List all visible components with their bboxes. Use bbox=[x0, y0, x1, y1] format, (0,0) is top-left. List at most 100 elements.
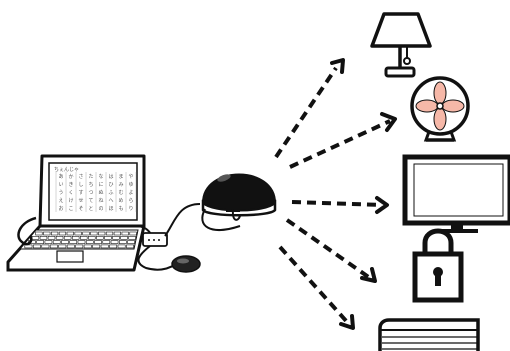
screen-grid-char: ね bbox=[99, 198, 104, 204]
screen-grid-char: と bbox=[89, 206, 94, 212]
screen-grid-char: し bbox=[79, 182, 84, 188]
screen-grid-char: よ bbox=[129, 190, 134, 196]
keyboard-key bbox=[69, 240, 78, 244]
keyboard-key bbox=[118, 240, 127, 244]
keyboard-key bbox=[44, 240, 53, 244]
keyboard-key bbox=[94, 240, 102, 244]
keyboard-key bbox=[52, 240, 61, 244]
screen-grid-char: つ bbox=[89, 190, 94, 196]
keyboard-key bbox=[71, 236, 80, 240]
arrow-to-tv bbox=[291, 200, 383, 207]
padlock-icon bbox=[412, 228, 464, 303]
push-switch bbox=[171, 255, 201, 273]
screen-grid-char: い bbox=[59, 182, 64, 188]
laptop-power-cable bbox=[17, 216, 37, 246]
keyboard-key bbox=[90, 231, 98, 236]
screen-grid-char: め bbox=[119, 198, 124, 204]
keyboard-key bbox=[55, 236, 64, 240]
keyboard-key bbox=[80, 236, 88, 240]
keyboard-key bbox=[58, 244, 67, 249]
screen-grid-char: な bbox=[99, 173, 104, 180]
lamp-icon bbox=[370, 12, 432, 78]
arrow-to-fan bbox=[289, 119, 391, 169]
keyboard-key bbox=[109, 244, 118, 249]
screen-grid-char: り bbox=[129, 206, 134, 212]
arrowhead-lock bbox=[360, 267, 377, 283]
arrowhead-tv bbox=[375, 196, 389, 214]
keyboard-key bbox=[100, 244, 109, 249]
arrowhead-fan bbox=[380, 112, 397, 132]
hub-cable-plug bbox=[231, 208, 241, 221]
hub-cable-tail bbox=[201, 208, 241, 231]
keyboard-key bbox=[82, 231, 90, 236]
laptop-screen-grid: あかさたなはまやいきしちにひみゆうくすつぬふむよえけせてねへめらおこそとのほもり bbox=[55, 172, 137, 212]
keyboard-key bbox=[35, 231, 43, 236]
screen-grid-char: こ bbox=[69, 206, 74, 212]
keyboard-key bbox=[127, 240, 135, 244]
screen-grid-char: ひ bbox=[109, 182, 114, 188]
tv-icon bbox=[402, 154, 510, 233]
arrowhead-aircon bbox=[339, 314, 355, 330]
arrowhead-lamp bbox=[330, 58, 345, 74]
keyboard-key bbox=[113, 231, 122, 236]
hub-cable bbox=[164, 203, 201, 237]
keyboard-key bbox=[36, 240, 45, 244]
screen-grid-char: ち bbox=[89, 182, 94, 188]
keyboard-key bbox=[110, 240, 119, 244]
screen-grid-char: け bbox=[69, 198, 74, 204]
keyboard-key bbox=[41, 244, 50, 249]
keyboard-key bbox=[105, 231, 114, 236]
keyboard-key bbox=[96, 236, 104, 240]
screen-grid-char: て bbox=[89, 198, 94, 204]
keyboard-key bbox=[77, 240, 86, 244]
screen-grid-char: に bbox=[99, 182, 104, 188]
keyboard-key bbox=[50, 231, 59, 236]
signal-arrows bbox=[274, 66, 391, 325]
screen-grid-char: の bbox=[99, 206, 104, 212]
screen-grid-char: や bbox=[129, 173, 134, 180]
keyboard-key bbox=[66, 244, 75, 249]
laptop-display bbox=[48, 162, 138, 221]
keyboard-key bbox=[61, 240, 69, 244]
screen-grid-char: さ bbox=[79, 173, 84, 180]
ir-remote-hub-icon bbox=[201, 173, 277, 221]
laptop-touchpad bbox=[56, 250, 84, 263]
keyboard-key bbox=[117, 244, 126, 249]
switch-cable bbox=[137, 245, 177, 271]
arrow-to-aircon bbox=[278, 245, 350, 325]
screen-grid-char: へ bbox=[109, 198, 114, 204]
keyboard-key bbox=[85, 240, 94, 244]
screen-grid-char: き bbox=[69, 181, 74, 188]
laptop-front-edge bbox=[6, 262, 134, 272]
keyboard-key bbox=[47, 236, 56, 240]
screen-grid-char: ふ bbox=[109, 190, 114, 196]
keyboard-key bbox=[32, 244, 41, 249]
keyboard-key bbox=[102, 240, 111, 244]
usb-adapter bbox=[142, 232, 168, 247]
screen-grid-char: ま bbox=[119, 174, 124, 180]
keyboard-key bbox=[49, 244, 58, 249]
screen-grid-char: ゆ bbox=[129, 182, 134, 188]
keyboard-key bbox=[104, 236, 112, 240]
screen-grid-char: せ bbox=[79, 198, 84, 204]
screen-grid-char: お bbox=[59, 205, 64, 212]
arrow-to-lamp bbox=[274, 66, 338, 159]
keyboard-keys bbox=[24, 231, 137, 249]
screen-grid-char: ら bbox=[129, 198, 134, 204]
laptop: ちぇんじゃ あかさたなはまやいきしちにひみゆうくすつぬふむよえけせてねへめらおこ… bbox=[6, 154, 146, 272]
screen-grid-char: す bbox=[79, 190, 84, 196]
keyboard-key bbox=[58, 231, 67, 236]
screen-grid-char: う bbox=[59, 190, 64, 196]
keyboard-key bbox=[126, 244, 135, 249]
keyboard-key bbox=[129, 231, 137, 236]
screen-grid-char: も bbox=[119, 206, 124, 212]
screen-grid-char: あ bbox=[59, 174, 64, 180]
keyboard-key bbox=[74, 231, 82, 236]
keyboard-key bbox=[39, 236, 48, 240]
screen-grid-char: ほ bbox=[109, 206, 114, 212]
screen-grid-char: え bbox=[59, 198, 64, 204]
screen-grid-char: く bbox=[69, 190, 74, 196]
screen-grid-char: か bbox=[69, 173, 74, 180]
keyboard-key bbox=[120, 236, 128, 240]
screen-grid-char: ぬ bbox=[99, 190, 104, 196]
